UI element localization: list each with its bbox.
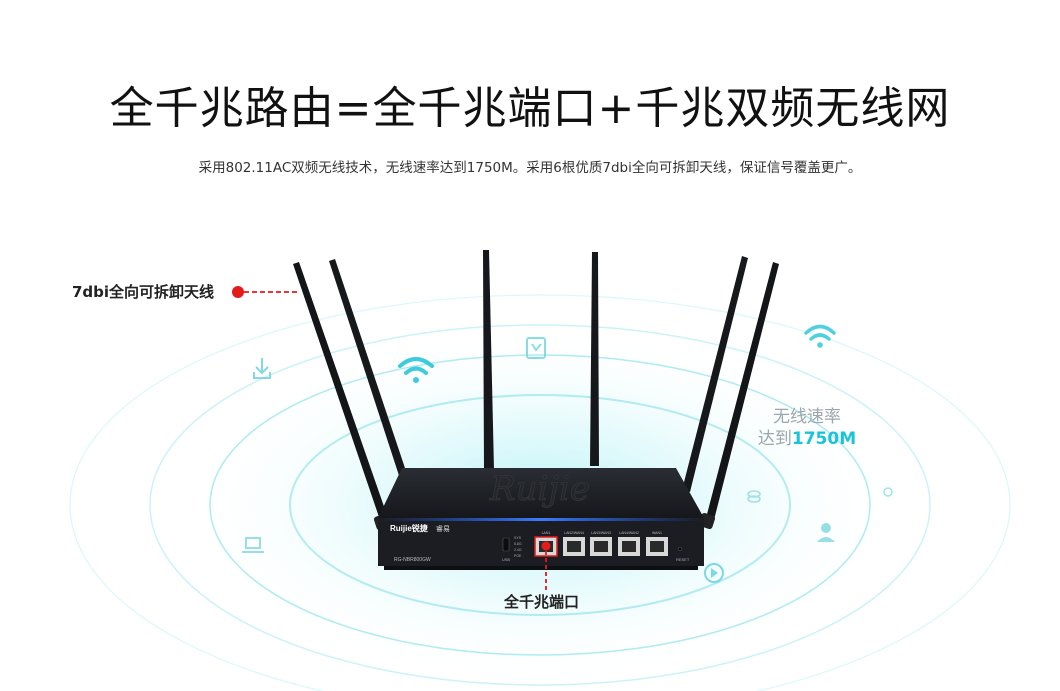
speed-line2: 达到1750M — [752, 428, 862, 450]
led-label: POE — [514, 554, 522, 558]
laptop-icon — [242, 537, 264, 553]
usb-label: USB — [502, 557, 511, 562]
port-label: LAN1 — [542, 531, 551, 535]
led-label: SYS — [514, 536, 522, 540]
router-model: RG-NBR800GW — [394, 557, 431, 563]
antenna — [329, 259, 413, 494]
antennas — [293, 250, 779, 531]
reset-button: RESET — [676, 546, 690, 562]
coins-icon — [747, 490, 761, 503]
antenna — [682, 256, 748, 492]
port-label: LAN2/WAN4 — [564, 531, 584, 535]
router-sub-brand: 睿易 — [436, 524, 450, 533]
wifi-icon — [804, 324, 836, 348]
router-body: Ruijie Ruijie锐捷 睿易 RG-NBR800GW USB SYS 5… — [378, 468, 704, 570]
port-label: WAN1 — [652, 531, 662, 535]
speed-prefix: 达到 — [757, 429, 792, 449]
user-icon — [817, 523, 835, 542]
reset-label: RESET — [676, 557, 690, 562]
bookmark-icon — [526, 337, 546, 359]
antenna — [590, 252, 599, 466]
speed-line1: 无线速率 — [773, 407, 841, 427]
antenna-callout-label: 7dbi全向可拆卸天线 — [72, 283, 215, 301]
usb-port: USB — [502, 537, 511, 562]
led-label: 2.4G — [514, 548, 522, 552]
ports-callout-label: 全千兆端口 — [504, 593, 580, 611]
status-leds: SYS 5.8G 2.4G POE — [514, 536, 522, 558]
play-icon — [704, 563, 724, 583]
router-scene: Ruijie Ruijie锐捷 睿易 RG-NBR800GW USB SYS 5… — [69, 250, 1011, 691]
led-label: 5.8G — [514, 542, 522, 546]
page-subtitle: 采用802.11AC双频无线技术，无线速率达到1750M。采用6根优质7dbi全… — [198, 160, 862, 176]
download-icon — [253, 358, 271, 379]
dot-icon — [883, 487, 893, 497]
port-label: LAN4/WAN2 — [619, 531, 639, 535]
page-headline: 全千兆路由=全千兆端口+千兆双频无线网 — [109, 83, 951, 134]
port-label: LAN3/WAN3 — [591, 531, 611, 535]
ports-callout-line — [541, 541, 551, 590]
antenna-callout-line — [232, 286, 298, 298]
speed-value: 1750M — [791, 429, 857, 449]
router-brand: Ruijie锐捷 — [390, 523, 429, 533]
wireless-speed-badge: 无线速率 达到1750M — [752, 406, 862, 450]
router-logo-embossed: Ruijie — [489, 469, 590, 509]
wifi-icon — [398, 357, 434, 383]
antenna — [483, 250, 494, 470]
